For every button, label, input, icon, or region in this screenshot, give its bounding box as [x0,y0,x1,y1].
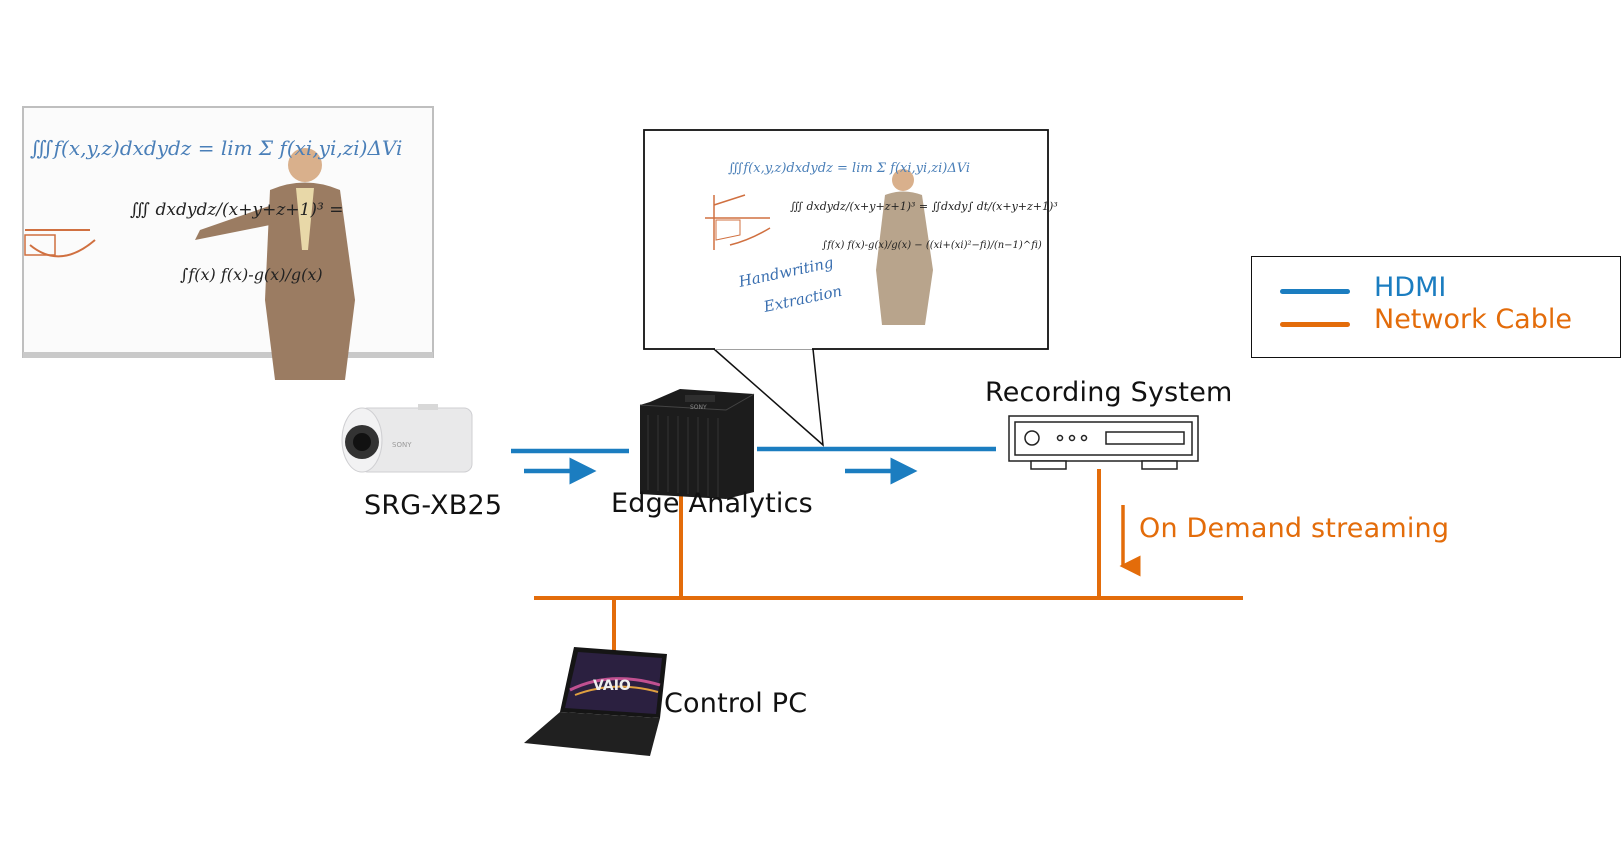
callout-presenter-figure [876,169,933,325]
legend-hdmi-swatch [1280,289,1350,294]
callout-formula-3: ∫f(x) f(x)-g(x)/g(x) − ((xi+(xi)²−fi)/(n… [822,240,1042,251]
vaio-logo: VAIO [593,678,631,694]
control-pc-label: Control PC [664,688,808,719]
callout-formula-2: ∭ dxdydz/(x+y+z+1)³ = ∬dxdy∫ dt/(x+y+z+1… [790,200,1058,213]
legend-network-label: Network Cable [1374,304,1572,335]
edge-brand: SONY [690,404,707,411]
recorder-icon [1008,415,1199,470]
recording-system-label: Recording System [985,377,1233,408]
camera-icon: SONY [341,404,473,473]
whiteboard-formula-1: ∭f(x,y,z)dxdydz = lim Σ f(xi,yi,zi)ΔVi [30,136,402,160]
whiteboard-photo: ∭f(x,y,z)dxdydz = lim Σ f(xi,yi,zi)ΔVi ∭… [22,106,434,380]
extraction-callout: ∭f(x,y,z)dxdydz = lim Σ f(xi,yi,zi)ΔVi ∭… [643,129,1058,447]
legend-hdmi-label: HDMI [1374,272,1447,303]
on-demand-streaming-label: On Demand streaming [1139,513,1450,544]
edge-analytics-device-icon: SONY [639,389,755,499]
callout-formula-1: ∭f(x,y,z)dxdydz = lim Σ f(xi,yi,zi)ΔVi [728,161,970,176]
presenter-figure [195,148,355,380]
whiteboard-formula-2: ∭ dxdydz/(x+y+z+1)³ = [130,200,343,220]
edge-analytics-label: Edge Analytics [611,488,813,519]
legend-network-swatch [1280,322,1350,327]
legend: HDMI Network Cable [1251,256,1621,358]
laptop-icon: VAIO [524,647,667,756]
whiteboard-formula-3: ∫f(x) f(x)-g(x)/g(x) [180,265,323,284]
camera-brand: SONY [392,441,412,449]
camera-label: SRG-XB25 [364,490,503,521]
